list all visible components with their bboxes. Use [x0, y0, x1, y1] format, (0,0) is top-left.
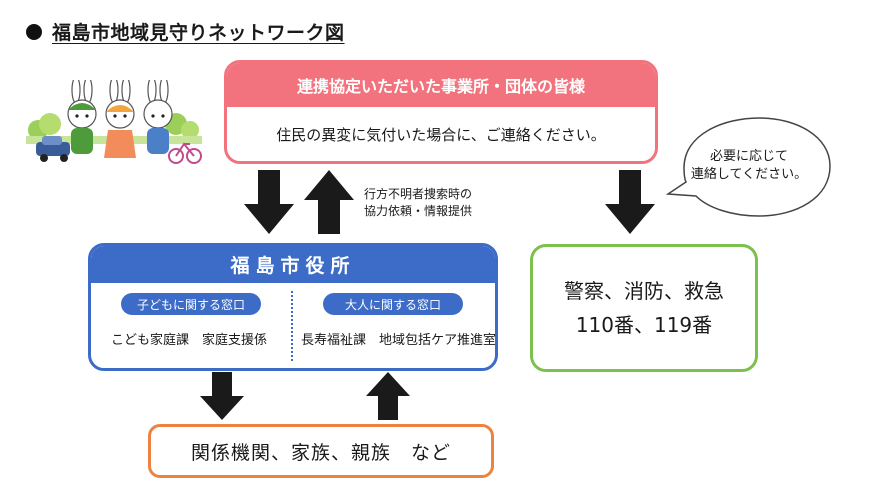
- arrow-up-to-city: [366, 372, 410, 420]
- emergency-services-box: 警察、消防、救急 110番、119番: [530, 244, 758, 372]
- partners-message: 住民の異変に気付いた場合に、ご連絡ください。: [276, 125, 606, 144]
- city-office-box: 福島市役所 子どもに関する窓口 こども家庭課 家庭支援係 大人に関する窓口 長寿…: [88, 243, 498, 371]
- bubble-line-2: 連絡してください。: [690, 167, 808, 182]
- city-office-heading: 福島市役所: [91, 246, 495, 283]
- speech-bubble-text: 必要に応じて 連絡してください。: [676, 148, 822, 184]
- page-title: 福島市地域見守りネットワーク図: [26, 18, 345, 45]
- side-note-line-1: 行方不明者捜索時の: [364, 187, 473, 201]
- city-office-body: 子どもに関する窓口 こども家庭課 家庭支援係 大人に関する窓口 長寿福祉課 地域…: [91, 283, 495, 368]
- bicycle-icon: [168, 142, 202, 164]
- side-note: 行方不明者捜索時の 協力依頼・情報提供: [364, 186, 472, 220]
- adults-departments: 長寿福祉課 地域包括ケア推進室: [301, 333, 497, 348]
- family-box: 関係機関、家族、親族 など: [148, 424, 494, 478]
- partners-heading: 連携協定いただいた事業所・団体の皆様: [227, 63, 655, 107]
- emergency-services: 警察、消防、救急: [564, 279, 724, 303]
- arrow-up-to-partners: [304, 170, 354, 234]
- arrow-down-to-family: [200, 372, 244, 420]
- emergency-numbers: 110番、119番: [575, 313, 713, 337]
- rabbit-blue-icon: [143, 80, 173, 154]
- arrow-down-to-emergency: [605, 170, 655, 234]
- rabbit-mascots-illustration: [26, 80, 202, 164]
- bubble-line-1: 必要に応じて: [709, 149, 788, 164]
- speech-bubble: [665, 117, 831, 217]
- car-icon: [36, 136, 70, 162]
- partners-box: 連携協定いただいた事業所・団体の皆様 住民の異変に気付いた場合に、ご連絡ください…: [224, 60, 658, 164]
- bullet-icon: [26, 23, 42, 40]
- rabbit-green-icon: [67, 80, 97, 154]
- arrow-down-to-city: [244, 170, 294, 234]
- children-departments: こども家庭課 家庭支援係: [111, 333, 268, 348]
- children-desk-label: 子どもに関する窓口: [121, 293, 261, 315]
- city-divider: [291, 291, 293, 361]
- rabbit-orange-icon: [104, 80, 136, 158]
- adults-desk-label: 大人に関する窓口: [323, 293, 463, 315]
- page-title-text: 福島市地域見守りネットワーク図: [52, 22, 345, 44]
- side-note-line-2: 協力依頼・情報提供: [364, 204, 473, 218]
